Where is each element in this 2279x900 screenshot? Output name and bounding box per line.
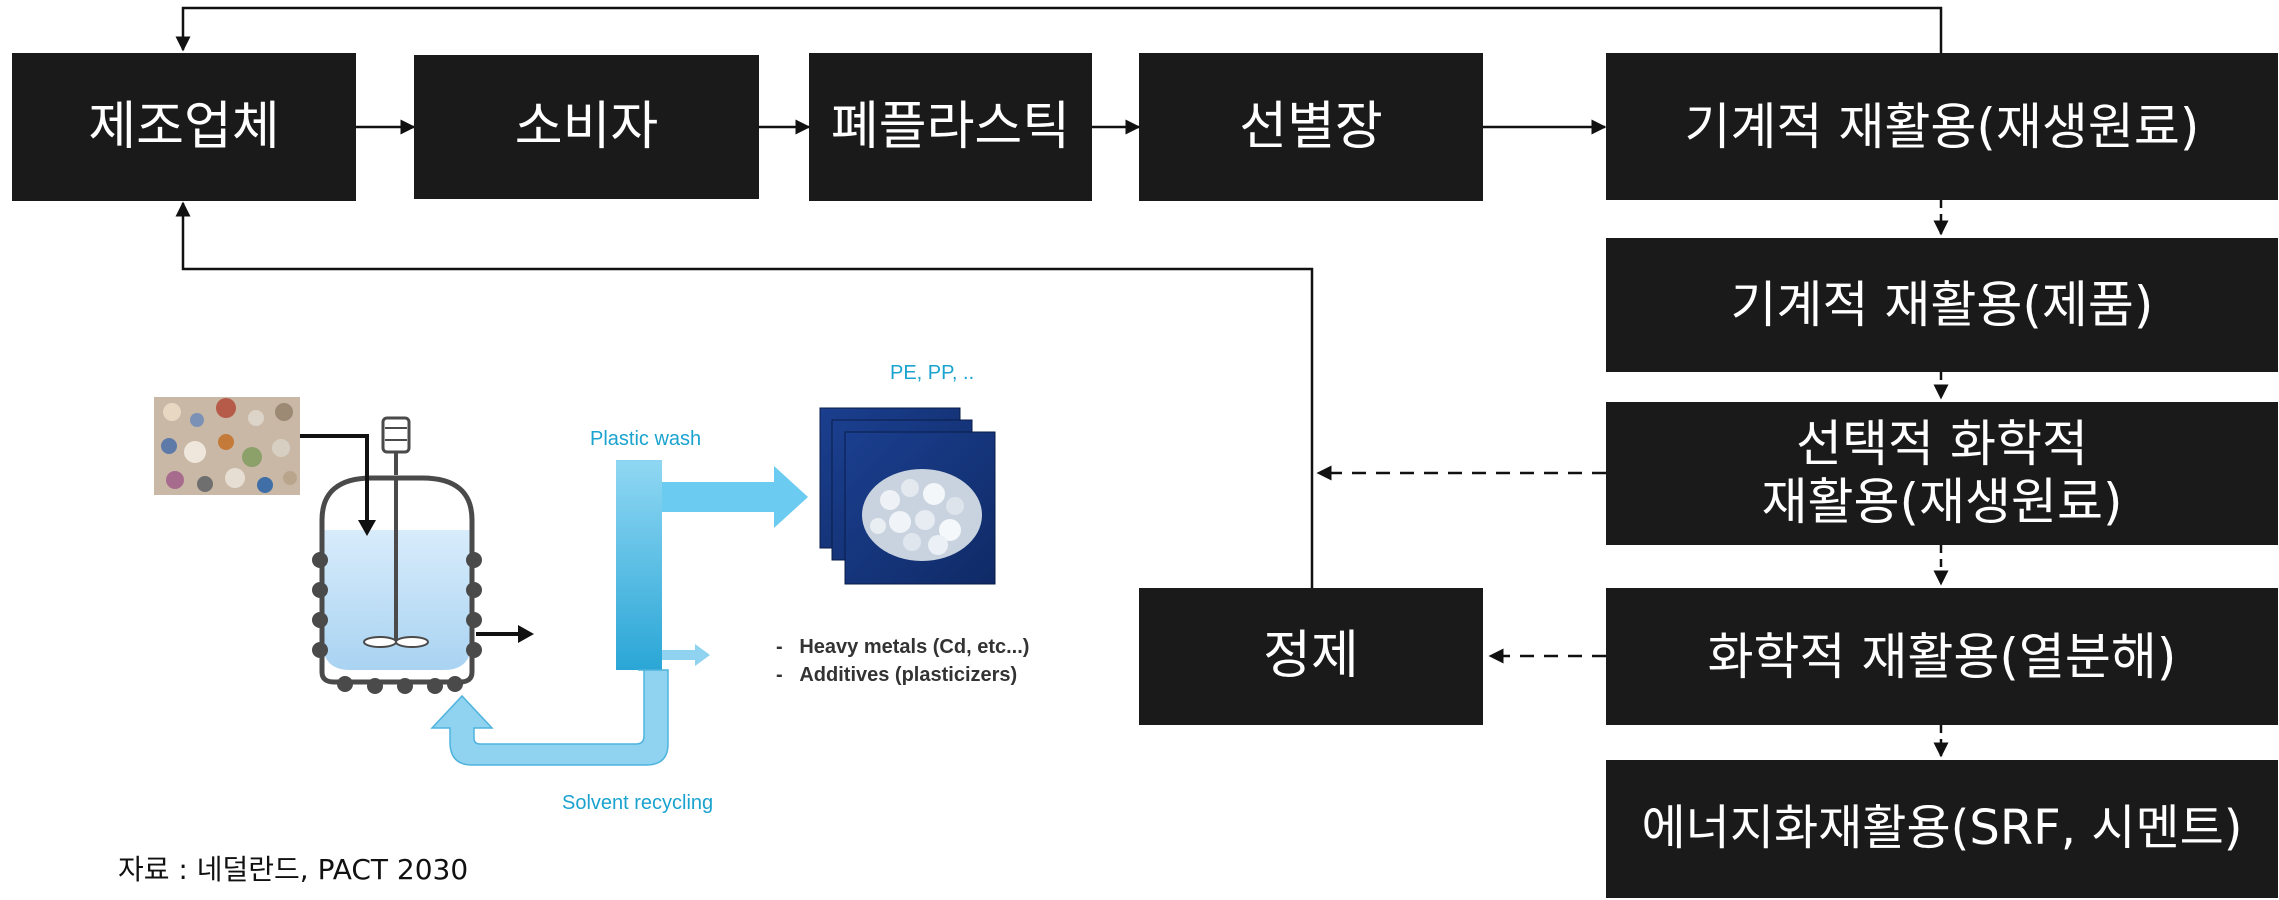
products-label: PE, PP, .. — [890, 362, 975, 384]
box-consumer: 소비자 — [414, 55, 759, 199]
selective-chem-line2: 재활용(재생원료) — [1761, 472, 2123, 531]
box-waste-plastic: 폐플라스틱 — [809, 53, 1092, 201]
waste-plastic-label: 폐플라스틱 — [830, 96, 1071, 157]
box-refining: 정제 — [1139, 588, 1483, 725]
reactor-vessel — [300, 416, 534, 694]
byproduct-1: Heavy metals (Cd, etc...) — [799, 636, 1030, 658]
consumer-label: 소비자 — [514, 96, 659, 157]
mech-raw-label: 기계적 재활용(재생원료) — [1684, 97, 2200, 156]
box-energy: 에너지화재활용(SRF, 시멘트) — [1606, 760, 2278, 898]
bullet-2: - — [776, 664, 783, 686]
chem-pyrolysis-label: 화학적 재활용(열분해) — [1707, 627, 2177, 686]
box-chem-pyrolysis: 화학적 재활용(열분해) — [1606, 588, 2278, 725]
arrow-refining-to-manufacturer — [175, 201, 1314, 588]
box-sorting: 선별장 — [1139, 53, 1483, 201]
mech-product-label: 기계적 재활용(제품) — [1730, 276, 2154, 334]
waste-photo — [154, 397, 300, 495]
energy-label: 에너지화재활용(SRF, 시멘트) — [1641, 800, 2243, 857]
arrow-mech-raw-to-manufacturer — [175, 6, 1943, 53]
sorting-label: 선별장 — [1239, 96, 1383, 157]
solvent-label: Solvent recycling — [562, 792, 714, 814]
box-selective-chem: 선택적 화학적 재활용(재생원료) — [1606, 402, 2278, 545]
manufacturer-label: 제조업체 — [88, 96, 280, 157]
byproduct-2: Additives (plasticizers) — [799, 664, 1018, 686]
wash-label: Plastic wash — [590, 428, 702, 450]
refining-label: 정제 — [1263, 626, 1359, 687]
box-mech-product: 기계적 재활용(제품) — [1606, 238, 2278, 372]
bullet-1: - — [776, 636, 783, 658]
wash-column — [430, 460, 808, 766]
selective-chem-line1: 선택적 화학적 — [1796, 415, 2088, 473]
source-note: 자료 : 네덜란드, PACT 2030 — [118, 853, 469, 886]
byproduct-bullet-2: - Additives (plasticizers) — [776, 664, 1017, 687]
box-manufacturer: 제조업체 — [12, 53, 356, 201]
byproduct-bullet-1: - Heavy metals (Cd, etc...) — [776, 636, 1029, 659]
pellet-images — [819, 407, 996, 585]
box-mech-raw: 기계적 재활용(재생원료) — [1606, 53, 2278, 200]
